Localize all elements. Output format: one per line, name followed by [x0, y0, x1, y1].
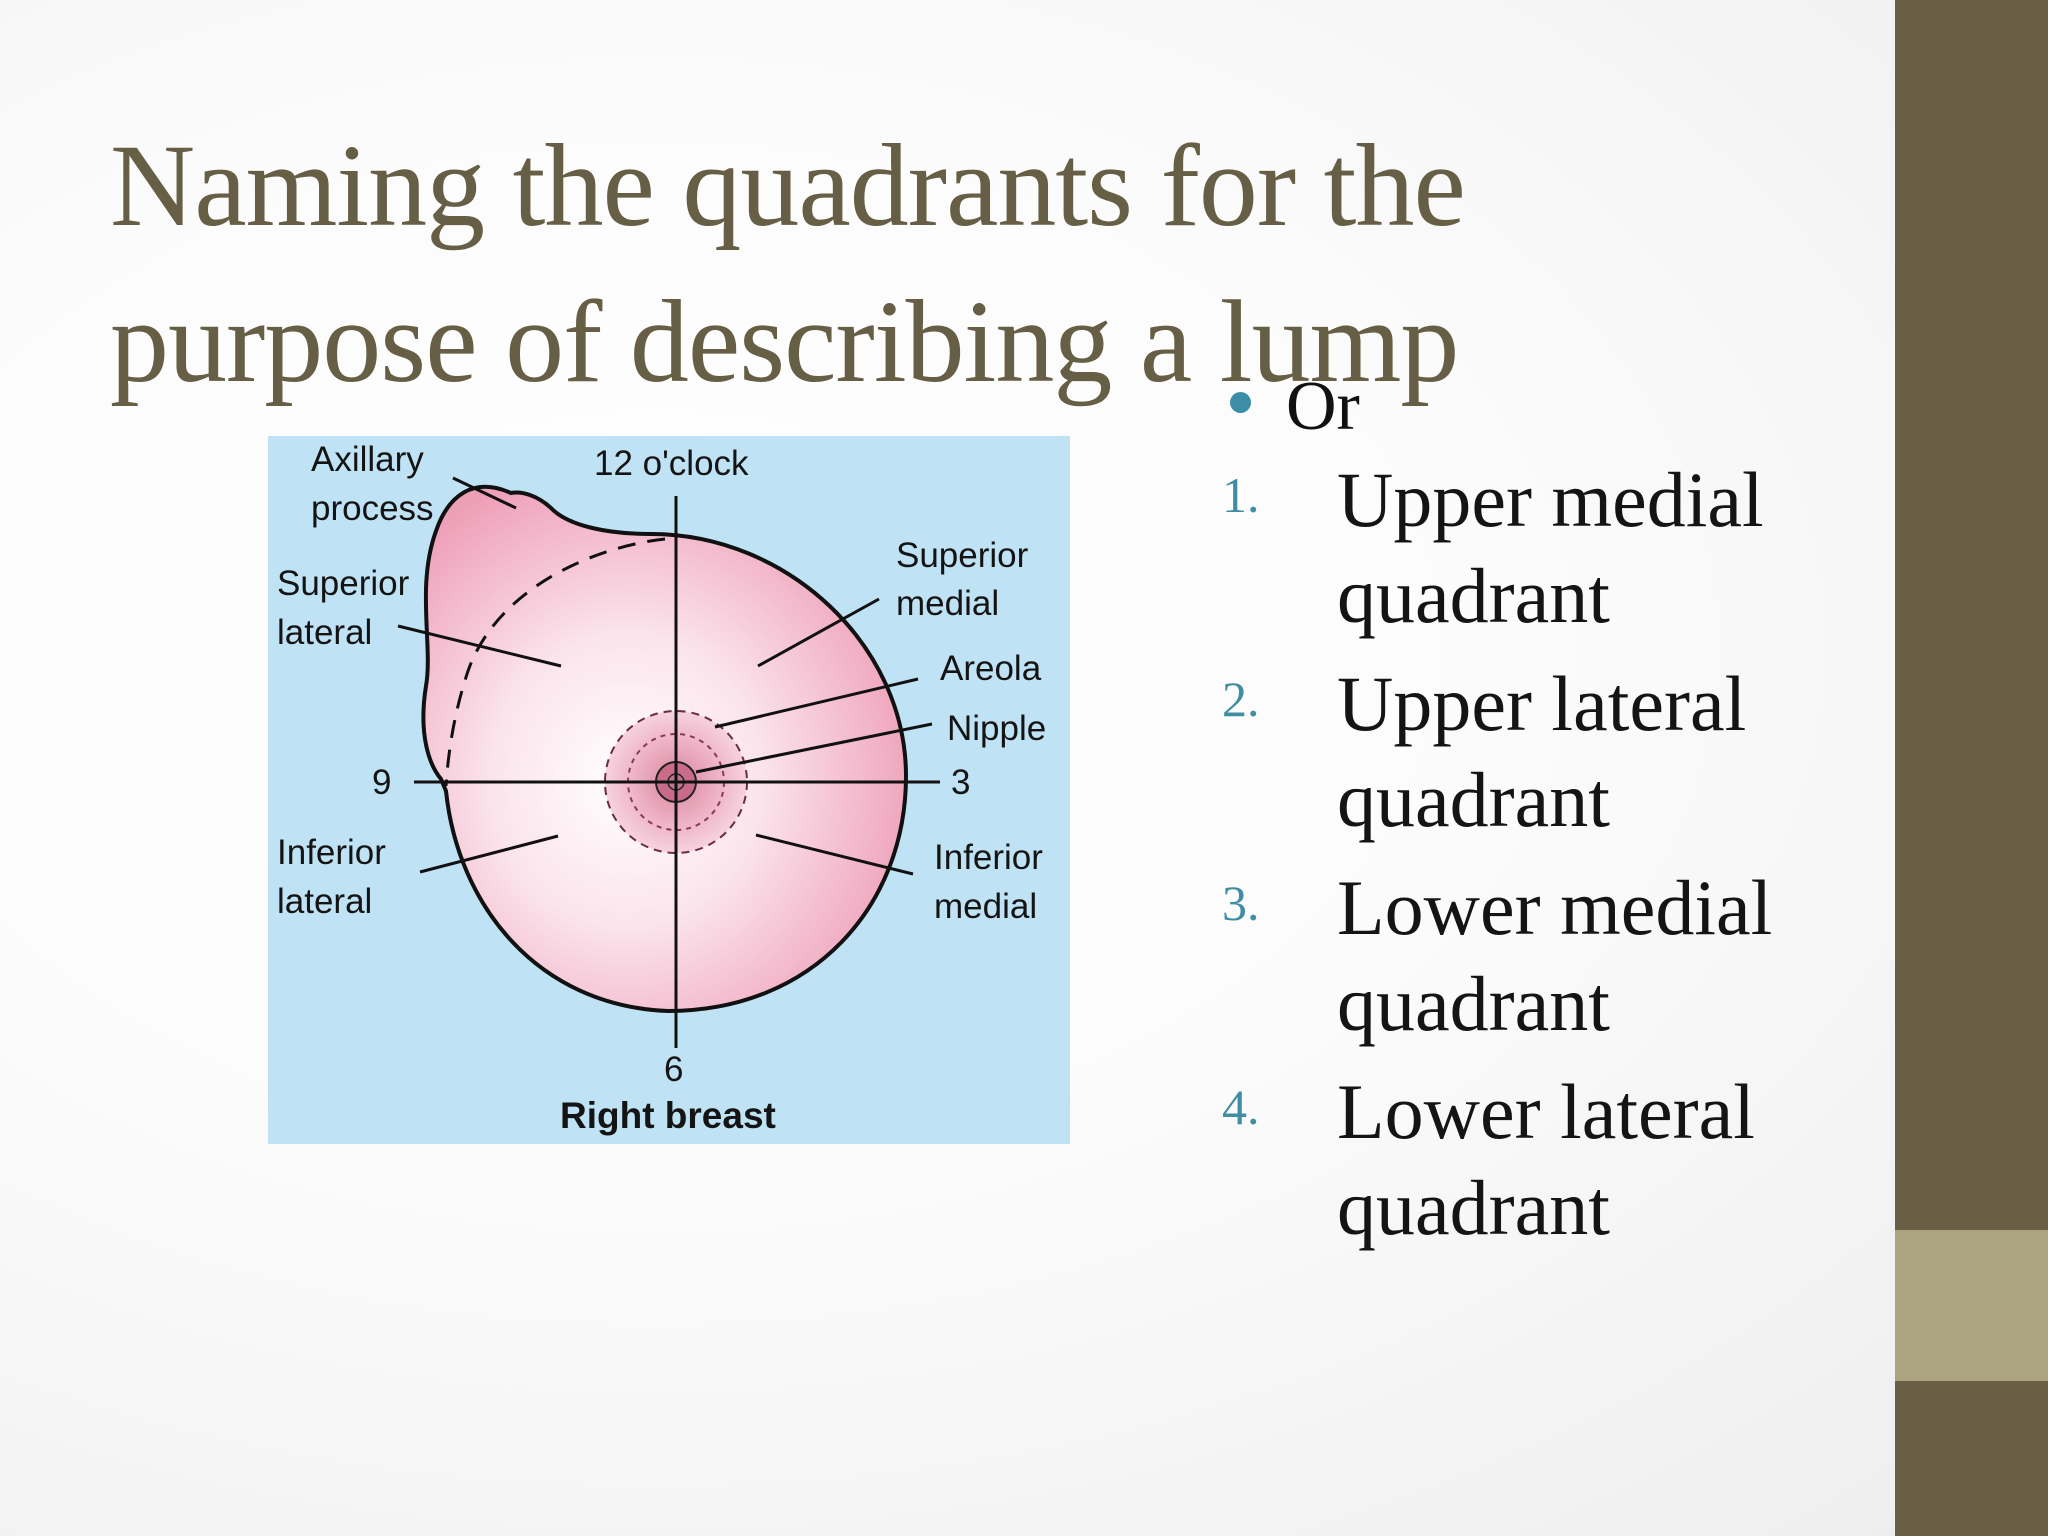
label-axillary-2: process: [311, 489, 434, 528]
bullet-list-block: Or 1. Upper medial quadrant 2. Upper lat…: [1220, 362, 1880, 1268]
label-superior-medial-2: medial: [896, 584, 999, 623]
list-item-text: Lower medial quadrant: [1337, 864, 1773, 1047]
list-item: 1. Upper medial quadrant: [1220, 452, 1880, 644]
list-item-number: 4.: [1222, 1079, 1260, 1135]
list-item-text: Lower lateral quadrant: [1337, 1068, 1755, 1251]
leader-superior-lateral: [397, 624, 562, 668]
label-twelve-oclock: 12 o'clock: [594, 444, 749, 483]
label-inferior-lateral-2: lateral: [277, 882, 372, 921]
list-item-number: 2.: [1222, 671, 1260, 727]
list-item: 4. Lower lateral quadrant: [1220, 1064, 1880, 1256]
breast-quadrant-diagram: Axillary process 12 o'clock Superior lat…: [268, 436, 1070, 1144]
list-item: 2. Upper lateral quadrant: [1220, 656, 1880, 848]
axillary-boundary-dashed: [444, 537, 666, 787]
label-six: 6: [664, 1050, 683, 1089]
label-superior-lateral-1: Superior: [277, 564, 410, 603]
leader-nipple: [695, 722, 933, 774]
label-axillary-1: Axillary: [311, 440, 424, 479]
label-nine: 9: [372, 763, 391, 802]
title-line-1: Naming the quadrants for the: [110, 120, 1466, 251]
leader-areola: [714, 677, 919, 729]
label-inferior-medial-2: medial: [934, 887, 1037, 926]
list-item-text: Upper lateral quadrant: [1337, 660, 1747, 843]
label-superior-lateral-2: lateral: [277, 613, 372, 652]
label-nipple: Nipple: [947, 709, 1046, 748]
leader-inferior-lateral: [419, 834, 559, 874]
label-inferior-medial-1: Inferior: [934, 838, 1043, 877]
diagram-svg: Axillary process 12 o'clock Superior lat…: [268, 436, 1070, 1144]
label-three: 3: [951, 763, 970, 802]
label-inferior-lateral-1: Inferior: [277, 833, 386, 872]
leader-superior-medial: [757, 597, 880, 668]
bullet-dot-icon: [1230, 392, 1251, 413]
leader-axillary: [452, 476, 517, 510]
label-areola: Areola: [940, 649, 1042, 688]
quadrant-list: 1. Upper medial quadrant 2. Upper latera…: [1220, 452, 1880, 1256]
diagram-caption: Right breast: [560, 1095, 776, 1136]
list-item-number: 3.: [1222, 875, 1260, 931]
label-superior-medial-1: Superior: [896, 536, 1029, 575]
list-item-number: 1.: [1222, 467, 1260, 523]
bullet-lead: Or: [1220, 362, 1880, 452]
list-item-text: Upper medial quadrant: [1337, 456, 1764, 639]
slide-title: Naming the quadrants for the purpose of …: [110, 108, 1750, 420]
leader-inferior-medial: [755, 833, 914, 876]
sidebar-accent-block: [1895, 1230, 2048, 1381]
bullet-lead-text: Or: [1286, 368, 1360, 445]
title-line-2: purpose of describing a lump: [110, 276, 1459, 407]
list-item: 3. Lower medial quadrant: [1220, 860, 1880, 1052]
